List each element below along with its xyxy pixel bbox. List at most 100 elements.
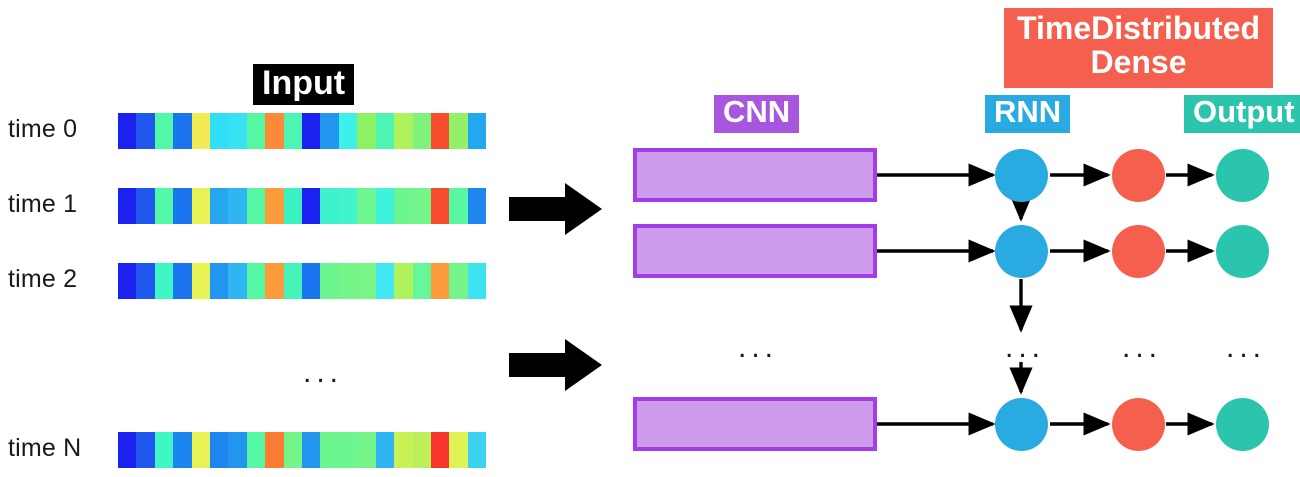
strip-cell <box>246 113 266 149</box>
cnn-box-row3[interactable] <box>633 397 877 451</box>
strip-cell <box>467 432 486 468</box>
input-strip-timeN <box>118 432 486 468</box>
strip-cell <box>449 113 468 149</box>
strip-cell <box>467 113 486 149</box>
strip-cell <box>136 263 155 299</box>
strip-cell <box>246 188 266 224</box>
strip-cell <box>118 432 137 468</box>
strip-cell <box>228 188 247 224</box>
dense-node-row1[interactable] <box>1112 149 1165 202</box>
strip-cell <box>118 188 137 224</box>
ellipsis-dense-column: ... <box>1122 331 1163 364</box>
time-label-2: time 2 <box>8 265 78 293</box>
strip-cell <box>320 263 339 299</box>
strip-cell <box>357 188 376 224</box>
strip-cell <box>412 432 431 468</box>
strip-cell <box>357 113 376 149</box>
strip-cell <box>173 188 192 224</box>
strip-cell <box>449 263 468 299</box>
strip-cell <box>210 263 229 299</box>
ellipsis-output-column: ... <box>1226 331 1267 364</box>
strip-cell <box>412 188 431 224</box>
strip-cell <box>412 263 431 299</box>
strip-cell <box>173 113 192 149</box>
input-strip-time2 <box>118 263 486 299</box>
ellipsis-input-column: ... <box>303 356 344 389</box>
strip-cell <box>449 432 468 468</box>
strip-cell <box>136 432 155 468</box>
tag-input: Input <box>253 64 355 106</box>
tag-output: Output <box>1184 95 1300 133</box>
strip-cell <box>302 263 321 299</box>
strip-cell <box>191 432 211 468</box>
strip-cell <box>430 188 450 224</box>
strip-cell <box>210 188 229 224</box>
strip-cell <box>394 113 413 149</box>
strip-cell <box>154 188 174 224</box>
strip-cell <box>154 432 174 468</box>
strip-cell <box>191 188 211 224</box>
input-strip-time0 <box>118 113 486 149</box>
strip-cell <box>467 188 486 224</box>
output-node-row1[interactable] <box>1216 149 1269 202</box>
strip-cell <box>394 432 413 468</box>
strip-cell <box>357 432 376 468</box>
strip-cell <box>375 263 395 299</box>
strip-cell <box>228 263 247 299</box>
strip-cell <box>467 263 486 299</box>
strip-cell <box>154 113 174 149</box>
strip-cell <box>173 432 192 468</box>
strip-cell <box>357 263 376 299</box>
strip-cell <box>154 263 174 299</box>
big-arrow-top <box>509 183 602 235</box>
strip-cell <box>430 432 450 468</box>
strip-cell <box>375 113 395 149</box>
input-strip-time1 <box>118 188 486 224</box>
strip-cell <box>375 432 395 468</box>
strip-cell <box>246 263 266 299</box>
dense-node-row3[interactable] <box>1112 398 1165 451</box>
strip-cell <box>338 188 358 224</box>
strip-cell <box>320 188 339 224</box>
strip-cell <box>320 113 339 149</box>
time-label-N: time N <box>8 434 82 462</box>
strip-cell <box>283 432 303 468</box>
rnn-node-row1[interactable] <box>995 149 1048 202</box>
ellipsis-rnn-column: ... <box>1005 331 1046 364</box>
rnn-node-row2[interactable] <box>995 225 1048 278</box>
tag-rnn: RNN <box>985 95 1071 133</box>
cnn-box-row2[interactable] <box>633 224 877 278</box>
strip-cell <box>283 188 303 224</box>
tag-timedistributed-dense: TimeDistributed Dense <box>1004 8 1273 88</box>
strip-cell <box>228 432 247 468</box>
strip-cell <box>375 188 395 224</box>
strip-cell <box>320 432 339 468</box>
strip-cell <box>136 188 155 224</box>
strip-cell <box>265 188 284 224</box>
strip-cell <box>338 432 358 468</box>
big-arrow-bottom <box>509 339 602 391</box>
strip-cell <box>118 113 137 149</box>
output-node-row3[interactable] <box>1216 398 1269 451</box>
strip-cell <box>283 113 303 149</box>
strip-cell <box>449 188 468 224</box>
ellipsis-cnn-column: ... <box>738 331 779 364</box>
strip-cell <box>430 263 450 299</box>
strip-cell <box>136 113 155 149</box>
strip-cell <box>246 432 266 468</box>
strip-cell <box>265 432 284 468</box>
strip-cell <box>265 113 284 149</box>
rnn-node-row3[interactable] <box>995 398 1048 451</box>
strip-cell <box>302 188 321 224</box>
strip-cell <box>210 432 229 468</box>
strip-cell <box>302 113 321 149</box>
dense-node-row2[interactable] <box>1112 225 1165 278</box>
strip-cell <box>430 113 450 149</box>
strip-cell <box>302 432 321 468</box>
strip-cell <box>338 263 358 299</box>
strip-cell <box>338 113 358 149</box>
output-node-row2[interactable] <box>1216 225 1269 278</box>
strip-cell <box>173 263 192 299</box>
cnn-box-row1[interactable] <box>633 148 877 202</box>
